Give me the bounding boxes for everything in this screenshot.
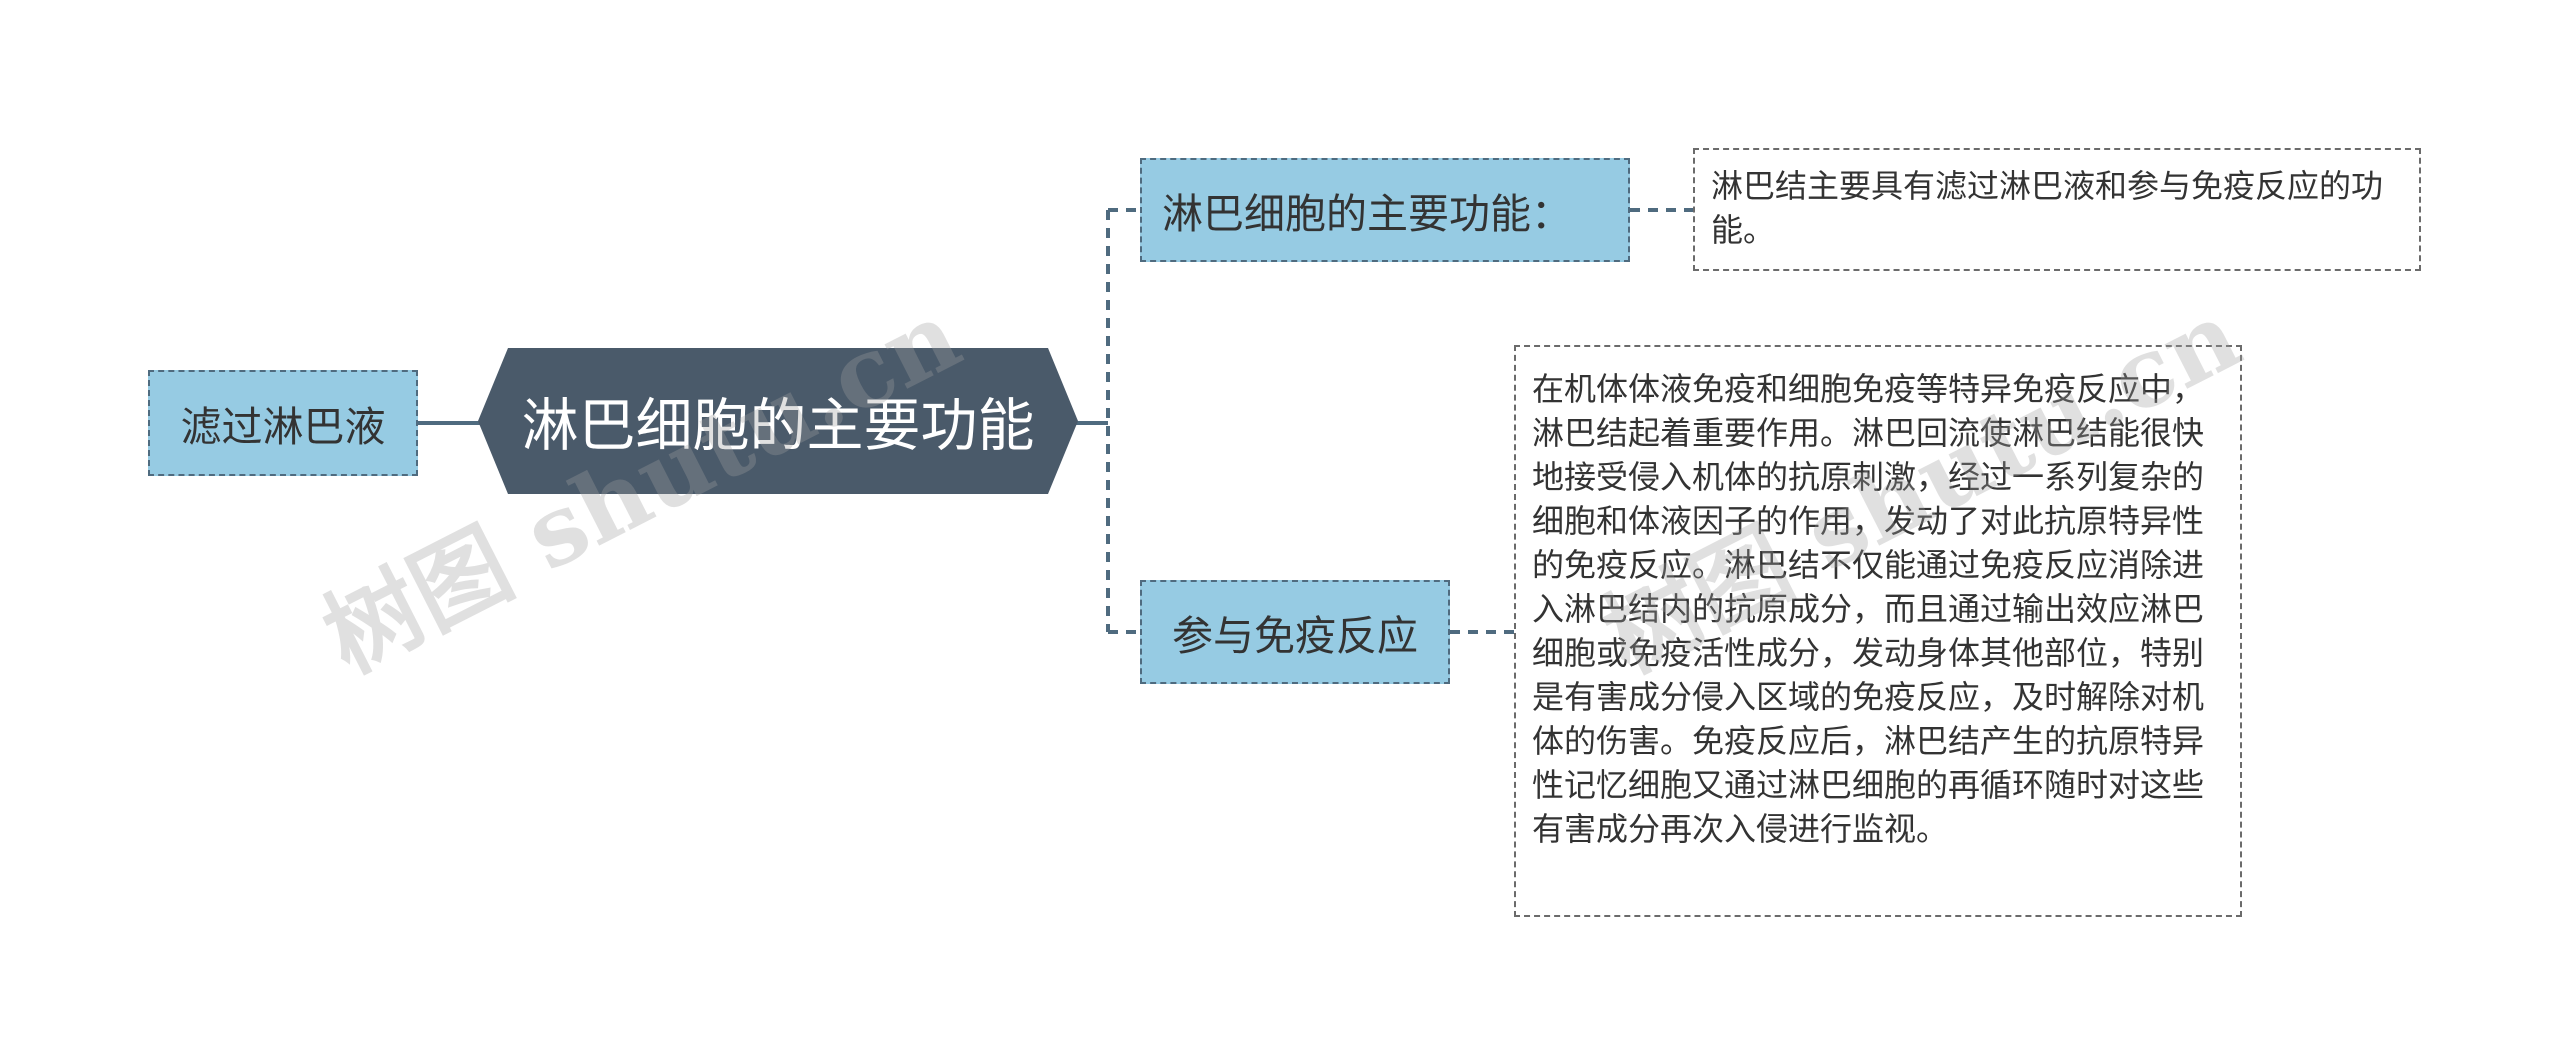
detail-text: 在机体体液免疫和细胞免疫等特异免疫反应中，淋巴结起着重要作用。淋巴回流使淋巴结能… <box>1532 370 2205 848</box>
branch-node-main-function[interactable]: 淋巴细胞的主要功能： <box>1140 158 1630 262</box>
detail-text: 淋巴结主要具有滤过淋巴液和参与免疫反应的功能。 <box>1711 167 2384 249</box>
central-topic-label: 淋巴细胞的主要功能 <box>521 393 1035 459</box>
left-node-label: 滤过淋巴液 <box>180 403 386 451</box>
branch-label: 参与免疫反应 <box>1172 612 1418 660</box>
branch-label: 淋巴细胞的主要功能： <box>1162 190 1572 238</box>
detail-node-main-function[interactable]: 淋巴结主要具有滤过淋巴液和参与免疫反应的功能。 <box>1693 148 2421 271</box>
left-node[interactable]: 滤过淋巴液 <box>148 370 418 476</box>
detail-node-immune-response[interactable]: 在机体体液免疫和细胞免疫等特异免疫反应中，淋巴结起着重要作用。淋巴回流使淋巴结能… <box>1514 345 2242 917</box>
central-topic[interactable]: 淋巴细胞的主要功能 <box>478 348 1078 494</box>
branch-node-immune-response[interactable]: 参与免疫反应 <box>1140 580 1450 684</box>
central-topic-shape <box>478 348 1078 494</box>
